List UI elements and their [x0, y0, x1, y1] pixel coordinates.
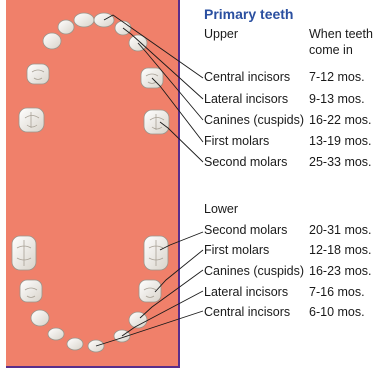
lower-right-second-molar	[144, 236, 168, 270]
column-header-line1: When teeth	[309, 27, 373, 42]
lower-row-name: Second molars	[204, 223, 287, 238]
lower-row-months: 16-23 mos.	[309, 264, 372, 279]
upper-row-months: 7-12 mos.	[309, 70, 365, 85]
upper-left-central-incisor	[74, 13, 94, 27]
lower-left-second-molar	[12, 236, 36, 270]
upper-leader-lines	[104, 15, 203, 162]
upper-arch	[19, 13, 169, 134]
upper-row-name: First molars	[204, 134, 269, 149]
upper-row-name: Lateral incisors	[204, 92, 288, 107]
upper-left-lateral-incisor	[58, 20, 74, 34]
upper-row-name: Central incisors	[204, 70, 290, 85]
page-title: Primary teeth	[204, 6, 293, 22]
lower-row-name: Canines (cuspids)	[204, 264, 304, 279]
lower-left-lateral-incisor	[48, 328, 64, 340]
lower-row-months: 6-10 mos.	[309, 305, 365, 320]
upper-row-months: 9-13 mos.	[309, 92, 365, 107]
column-header-line2: come in	[309, 43, 353, 58]
upper-row-months: 16-22 mos.	[309, 113, 372, 128]
upper-left-first-molar	[27, 64, 49, 84]
lower-left-first-molar	[20, 280, 42, 302]
lower-arch	[12, 236, 168, 352]
leader-lower-central-incisors	[96, 311, 203, 346]
lower-left-central-incisor	[67, 338, 83, 350]
upper-left-second-molar	[19, 108, 44, 132]
lower-left-canine	[31, 310, 49, 326]
lower-right-first-molar	[139, 280, 161, 302]
lower-row-months: 7-16 mos.	[309, 285, 365, 300]
upper-left-canine	[43, 33, 61, 49]
lower-row-months: 12-18 mos.	[309, 243, 372, 258]
lower-row-name: Lateral incisors	[204, 285, 288, 300]
lower-row-name: Central incisors	[204, 305, 290, 320]
upper-section-label: Upper	[204, 27, 238, 42]
upper-right-second-molar	[144, 110, 169, 134]
lower-section-label: Lower	[204, 202, 238, 217]
upper-row-months: 13-19 mos.	[309, 134, 372, 149]
lower-row-months: 20-31 mos.	[309, 223, 372, 238]
upper-row-name: Canines (cuspids)	[204, 113, 304, 128]
lower-row-name: First molars	[204, 243, 269, 258]
upper-row-months: 25-33 mos.	[309, 155, 372, 170]
upper-row-name: Second molars	[204, 155, 287, 170]
